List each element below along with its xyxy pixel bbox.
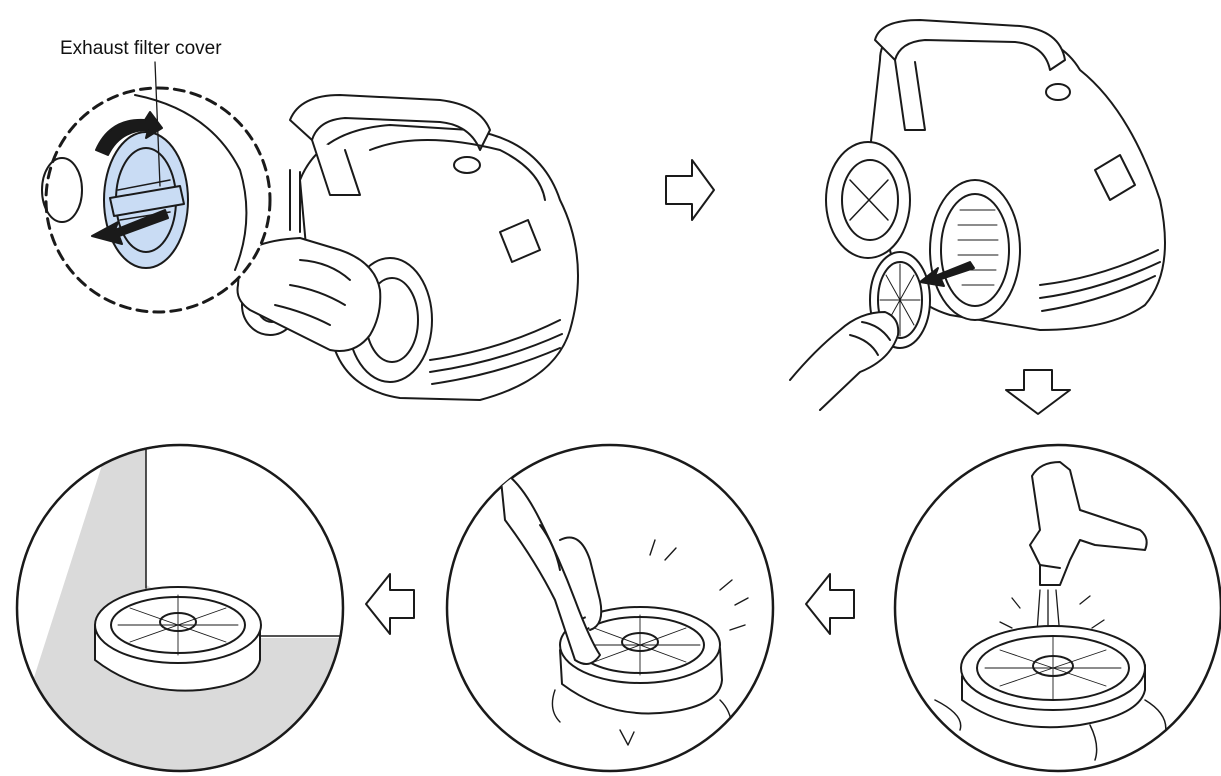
step-2-remove-filter bbox=[789, 19, 1166, 411]
pull-arrow-icon bbox=[91, 209, 169, 245]
filter-icon bbox=[559, 606, 723, 715]
hand-icon bbox=[236, 237, 382, 352]
step-5-dry-filter bbox=[15, 443, 345, 773]
flow-arrow-right-icon bbox=[665, 159, 715, 221]
step-3-rinse-filter bbox=[893, 443, 1221, 773]
hand-shake-filter-icon bbox=[499, 469, 603, 665]
exhaust-filter-cover-label: Exhaust filter cover bbox=[60, 38, 222, 59]
flow-arrow-down-icon bbox=[1005, 369, 1071, 415]
hand-icon bbox=[789, 311, 900, 411]
step-1-remove-cover bbox=[41, 61, 579, 401]
callout-leader-line bbox=[154, 61, 161, 187]
flow-arrow-left-icon bbox=[805, 573, 855, 635]
filter-drying-icon bbox=[94, 586, 262, 692]
vacuum-cleaner-filter-out-icon bbox=[825, 19, 1166, 331]
rotate-arrow-icon bbox=[95, 111, 163, 156]
pull-arrow-icon bbox=[919, 261, 975, 287]
step-4-shake-filter bbox=[445, 443, 775, 773]
flow-arrow-left-icon bbox=[365, 573, 415, 635]
filter-icon bbox=[960, 625, 1146, 729]
cover-detail bbox=[41, 94, 248, 271]
